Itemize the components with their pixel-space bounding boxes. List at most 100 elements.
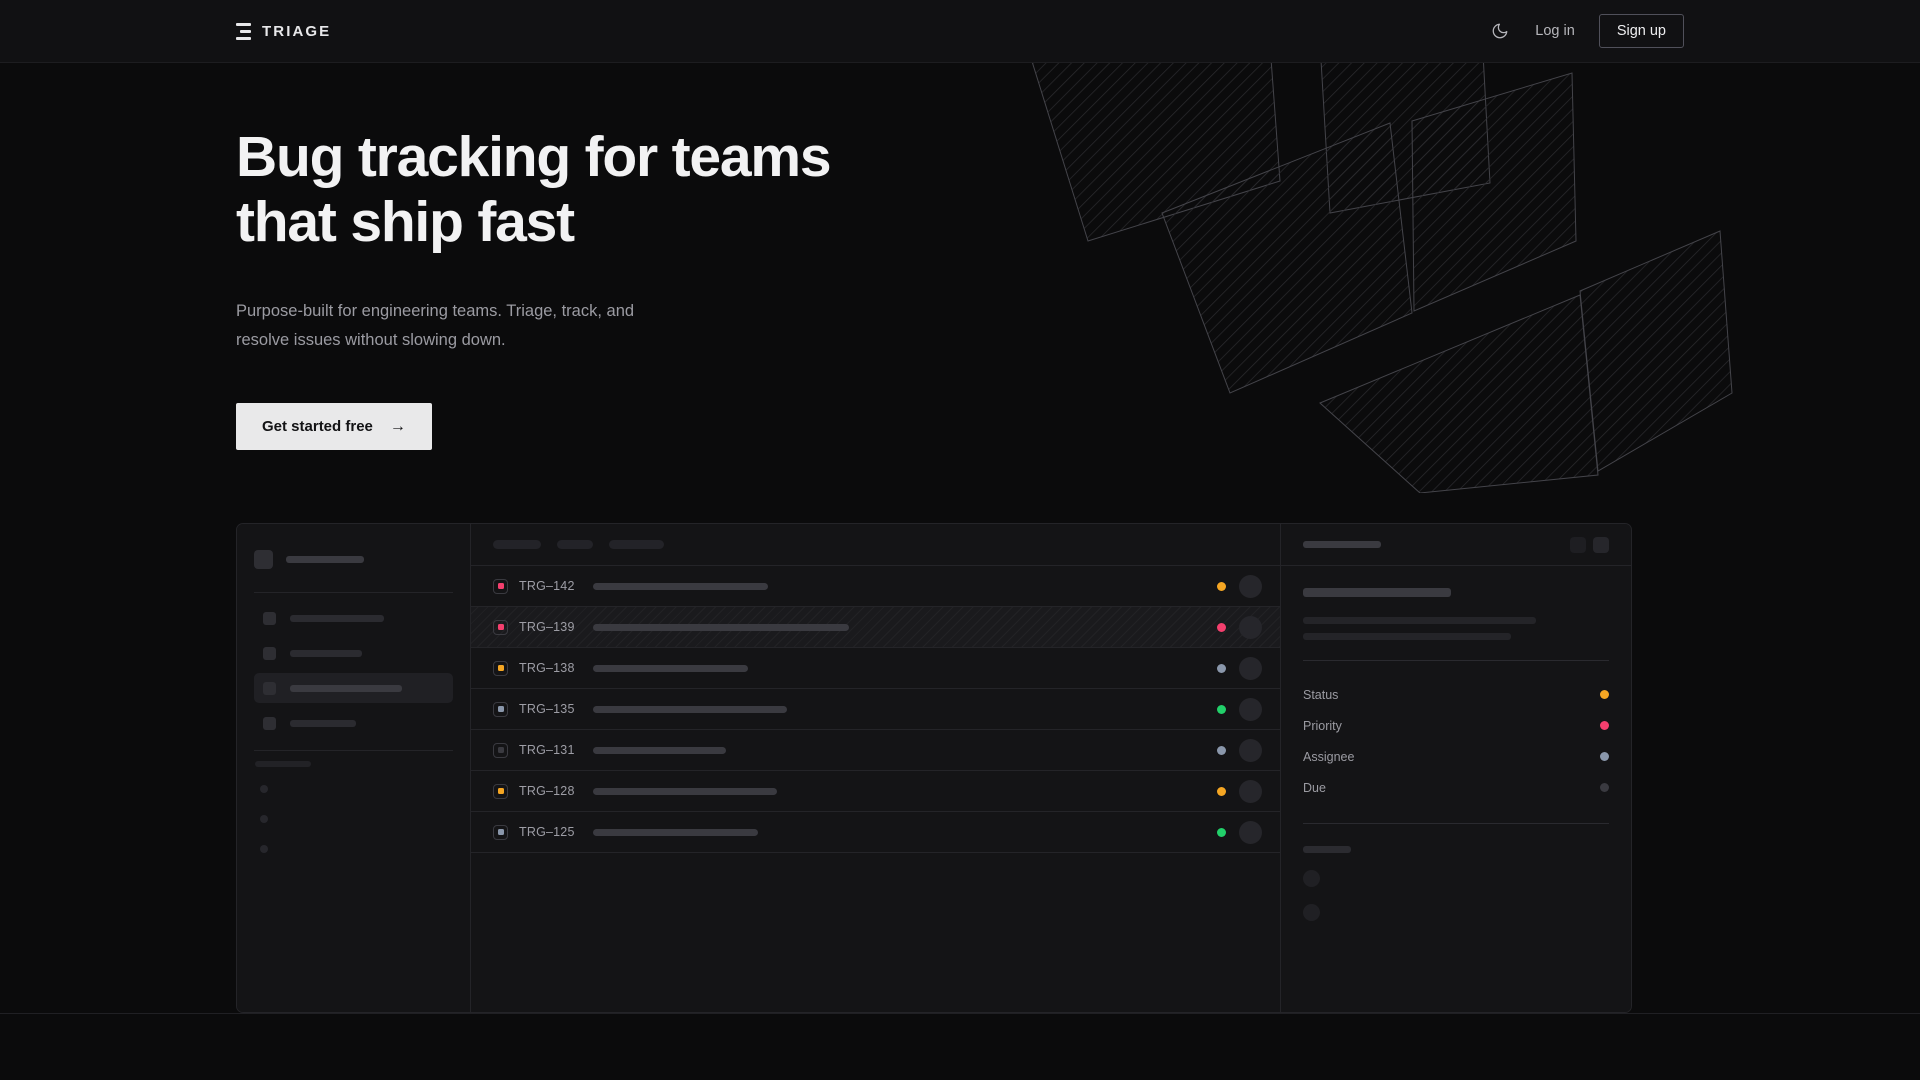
table-row[interactable]: TRG–131: [471, 730, 1280, 771]
issue-title-skeleton: [593, 582, 768, 590]
row-meta: [1217, 738, 1262, 762]
priority-icon: [493, 742, 508, 758]
table-row[interactable]: TRG–135: [471, 689, 1280, 730]
toolbar-tab-3[interactable]: [609, 540, 664, 549]
issue-title-skeleton: [593, 787, 777, 795]
status-badge: [1217, 622, 1226, 632]
table-row[interactable]: TRG–142: [471, 566, 1280, 607]
toolbar-tab-1[interactable]: [493, 540, 541, 549]
issue-title-skeleton: [593, 664, 748, 672]
table-row[interactable]: TRG–128: [471, 771, 1280, 812]
table-row[interactable]: TRG–125: [471, 812, 1280, 853]
issue-id: TRG–135: [519, 702, 575, 716]
sidebar-divider: [254, 592, 453, 593]
status-badge: [1217, 786, 1226, 796]
detail-body-skeletons: [1303, 588, 1609, 640]
sidebar-item-label: [290, 719, 356, 727]
row-meta: [1217, 615, 1262, 639]
detail-action-button-2[interactable]: [1593, 536, 1609, 553]
priority-icon: [493, 619, 508, 635]
triage-bars-icon: [236, 22, 251, 40]
meta-label: Status: [1303, 687, 1339, 702]
sidebar-subitem-1[interactable]: [260, 785, 268, 793]
avatar: [1239, 656, 1262, 680]
status-badge: [1217, 827, 1226, 837]
sidebar-item-3[interactable]: [254, 673, 453, 703]
get-started-button[interactable]: Get started free →: [236, 403, 432, 450]
sidebar-item-1[interactable]: [254, 603, 453, 633]
meta-label: Due: [1303, 780, 1326, 795]
meta-row-status[interactable]: Status: [1303, 679, 1609, 710]
issue-id: TRG–138: [519, 661, 575, 675]
meta-value-dot: [1600, 783, 1609, 792]
brand-logo[interactable]: TRIAGE: [236, 22, 331, 40]
meta-row-priority[interactable]: Priority: [1303, 710, 1609, 741]
avatar: [1239, 738, 1262, 762]
meta-value-dot: [1600, 752, 1609, 761]
row-meta: [1217, 697, 1262, 721]
issue-title-skeleton: [593, 828, 758, 836]
workspace-name-skeleton: [286, 555, 364, 563]
meta-row-assignee[interactable]: Assignee: [1303, 741, 1609, 772]
issue-id: TRG–125: [519, 825, 575, 839]
row-meta: [1217, 574, 1262, 598]
sidebar-item-2[interactable]: [254, 638, 453, 668]
cta-label: Get started free: [262, 418, 373, 435]
sidebar-section-label: [255, 761, 311, 767]
arrow-right-icon: →: [389, 417, 406, 435]
row-meta: [1217, 779, 1262, 803]
page-title: Bug tracking for teams that ship fast: [236, 125, 832, 254]
mockup-sidebar-brand[interactable]: [254, 538, 453, 580]
detail-divider: [1303, 660, 1609, 661]
status-badge: [1217, 704, 1226, 714]
priority-icon: [493, 701, 508, 717]
status-badge: [1217, 581, 1226, 591]
mockup-sidebar-nav: [254, 603, 453, 738]
signup-button[interactable]: Sign up: [1598, 14, 1684, 48]
issue-title-skeleton: [593, 623, 849, 631]
meta-label: Assignee: [1303, 749, 1355, 764]
detail-body-line-3: [1303, 633, 1511, 640]
sidebar-subitem-3[interactable]: [260, 845, 268, 853]
priority-icon: [493, 660, 508, 676]
avatar: [1239, 779, 1262, 803]
decorative-panels-artwork: [1031, 63, 1733, 493]
detail-title-skeleton: [1303, 541, 1381, 548]
detail-activity-section: [1303, 846, 1609, 921]
avatar: [1239, 820, 1262, 844]
table-row[interactable]: TRG–139: [471, 607, 1280, 648]
mockup-sidebar: [237, 524, 471, 1012]
sidebar-item-icon: [263, 681, 276, 695]
sidebar-item-label: [290, 614, 384, 622]
detail-body-line-2: [1303, 617, 1536, 624]
sidebar-item-icon: [263, 716, 276, 730]
hero-section: Bug tracking for teams that ship fast Pu…: [236, 125, 832, 450]
sidebar-item-label: [290, 649, 362, 657]
status-badge: [1217, 745, 1226, 755]
sidebar-subitem-2[interactable]: [260, 815, 268, 823]
detail-action-button-1[interactable]: [1570, 536, 1586, 553]
login-link[interactable]: Log in: [1535, 23, 1575, 39]
detail-divider-2: [1303, 823, 1609, 824]
issue-id: TRG–128: [519, 784, 575, 798]
meta-row-due[interactable]: Due: [1303, 772, 1609, 803]
footer-divider: [0, 1013, 1920, 1014]
workspace-avatar-icon: [254, 549, 273, 569]
issue-id: TRG–139: [519, 620, 575, 634]
table-row[interactable]: TRG–138: [471, 648, 1280, 689]
row-meta: [1217, 656, 1262, 680]
meta-label: Priority: [1303, 718, 1342, 733]
sidebar-item-label: [290, 684, 402, 692]
sidebar-item-4[interactable]: [254, 708, 453, 738]
hero-subheading: Purpose-built for engineering teams. Tri…: [236, 302, 635, 349]
toolbar-tab-2[interactable]: [557, 540, 593, 549]
moon-icon[interactable]: [1489, 20, 1511, 42]
meta-value-dot: [1600, 690, 1609, 699]
priority-icon: [493, 824, 508, 840]
